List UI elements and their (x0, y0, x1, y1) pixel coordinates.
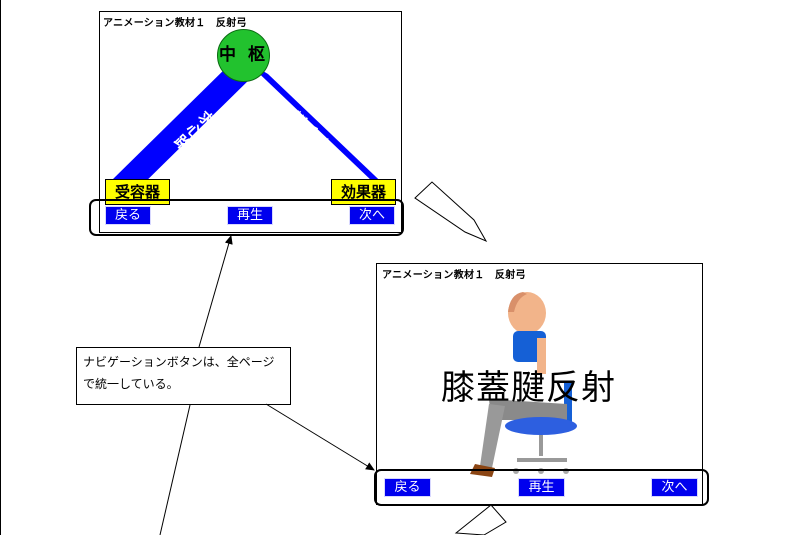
left-edge-line (0, 0, 1, 535)
center-node: 中 枢 (217, 29, 270, 82)
page-flow-arrow-2 (454, 504, 507, 535)
chair-back (564, 382, 572, 422)
slide-title: アニメーション教材１ 反射弓 (103, 18, 247, 29)
arrow-to-nav-bar-1 (198, 235, 233, 348)
nav-bar-highlight-1 (89, 199, 404, 236)
callout-box: ナビゲーションボタンは、全ページで統一している。 (76, 347, 291, 405)
person-illustration (470, 292, 577, 477)
nav-bar-highlight-2 (374, 469, 709, 506)
efferent-path (246, 61, 395, 195)
page-flow-arrow-1 (414, 181, 488, 243)
back-button[interactable]: 戻る (105, 206, 151, 225)
head (508, 292, 546, 334)
slide-title: アニメーション教材１ 反射弓 (382, 270, 526, 281)
main-title: 膝蓋腱反射 (441, 368, 616, 408)
hair (508, 292, 527, 312)
callout-pointer-line (159, 404, 191, 535)
center-label: 中 枢 (219, 45, 268, 65)
thigh (489, 399, 567, 420)
reflex-arc-diagram (110, 61, 395, 195)
next-button[interactable]: 次へ (651, 478, 698, 497)
arm (537, 338, 546, 374)
replay-button[interactable]: 再生 (227, 206, 273, 225)
shin (480, 404, 505, 468)
replay-button[interactable]: 再生 (518, 478, 565, 497)
arrow-to-nav-bar-2 (265, 403, 375, 471)
afferent-path (110, 61, 255, 195)
next-button[interactable]: 次へ (349, 206, 395, 225)
back-button[interactable]: 戻る (384, 478, 431, 497)
chair-seat (505, 417, 577, 435)
slide-frame-1: アニメーション教材１ 反射弓 中 枢 求心路 遠心路 受容器 効果器 戻る 再生… (99, 11, 402, 233)
slide-frame-2: アニメーション教材１ 反射弓 膝蓋腱反射 戻る 再生 次へ (376, 263, 703, 505)
callout-text: ナビゲーションボタンは、全ページで統一している。 (83, 355, 275, 391)
